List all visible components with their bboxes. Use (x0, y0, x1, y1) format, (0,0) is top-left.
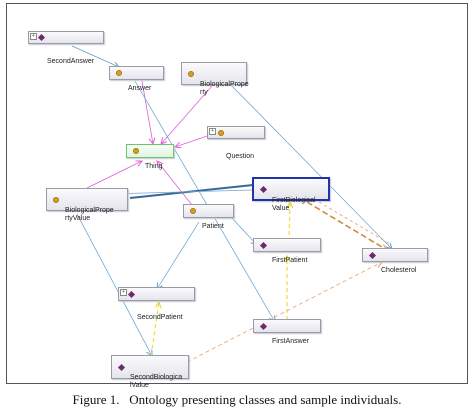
node-label: SecondPatient (137, 314, 183, 321)
node-label: FirstBiological Value (272, 197, 316, 212)
node-label: SecondAnswer (47, 58, 95, 65)
class-icon (190, 208, 196, 214)
node-cholesterol[interactable]: Cholesterol (362, 248, 428, 274)
figure-caption: Figure 1. Ontology presenting classes an… (72, 392, 402, 407)
individual-icon (127, 290, 136, 298)
node-label: Answer (128, 85, 152, 92)
individual-icon (259, 241, 268, 249)
edge-firstbio-cholesterol-2 (318, 201, 391, 245)
edge-firstbio-cholesterol (306, 201, 387, 251)
expand-icon[interactable]: + (120, 289, 127, 296)
edge-patient-secondpatient (157, 221, 200, 289)
edge-secondbio-cholesterol (186, 262, 382, 363)
node-second-patient[interactable]: + SecondPatient (118, 287, 195, 321)
node-label: FirstAnswer (272, 338, 309, 345)
edge-secondanswer-answer (71, 45, 119, 67)
edge-biopropvalue-thing (86, 161, 142, 189)
node-first-patient[interactable]: FirstPatient (253, 238, 321, 264)
node-label: Patient (202, 223, 224, 230)
class-icon (133, 148, 139, 154)
individual-icon (368, 251, 377, 259)
node-question[interactable]: + Question (207, 126, 265, 160)
edge-bioprop-cholesterol (231, 85, 392, 249)
node-label: Thing (145, 163, 163, 170)
node-answer[interactable]: Answer (109, 66, 164, 92)
edge-bioprop-thing (161, 85, 213, 144)
node-first-answer[interactable]: FirstAnswer (253, 319, 321, 345)
node-label: BiologicalPrope rty (200, 81, 249, 96)
individual-icon (37, 33, 46, 42)
edge-biopropvalue-firstbio-2 (109, 189, 254, 195)
class-icon (218, 129, 224, 136)
node-label: FirstPatient (272, 257, 308, 264)
edge-patient-firstpatient (230, 216, 257, 245)
class-icon (53, 196, 59, 203)
node-label: Question (226, 153, 255, 160)
node-label: BiologicalPrope rtyValue (65, 207, 114, 222)
node-second-biological-value[interactable]: SecondBiologica lValue (111, 355, 189, 389)
node-label: SecondBiologica lValue (130, 374, 183, 389)
expand-icon[interactable]: + (30, 33, 37, 40)
expand-icon[interactable]: + (209, 128, 216, 135)
node-first-biological-value[interactable]: FirstBiological Value (252, 177, 330, 212)
edge-question-thing (175, 134, 211, 147)
node-thing[interactable]: Thing (126, 144, 174, 170)
node-biological-property-value[interactable]: BiologicalPrope rtyValue (46, 188, 128, 222)
edge-secondbio-secondpatient (150, 302, 159, 357)
edge-biopropvalue-secondbio (76, 213, 152, 356)
node-biological-property[interactable]: BiologicalPrope rty (181, 62, 249, 96)
node-second-answer[interactable]: + SecondAnswer (28, 31, 104, 65)
edge-patient-thing (157, 161, 193, 206)
class-icon (116, 70, 122, 76)
individual-icon (117, 363, 126, 371)
class-icon (188, 70, 194, 77)
edge-answer-firstanswer (134, 80, 275, 322)
edges-layer (71, 45, 468, 363)
node-patient[interactable]: Patient (183, 204, 234, 230)
individual-icon (259, 185, 268, 193)
individual-icon (259, 322, 268, 330)
edge-answer-thing (141, 80, 153, 144)
node-label: Cholesterol (381, 267, 417, 274)
